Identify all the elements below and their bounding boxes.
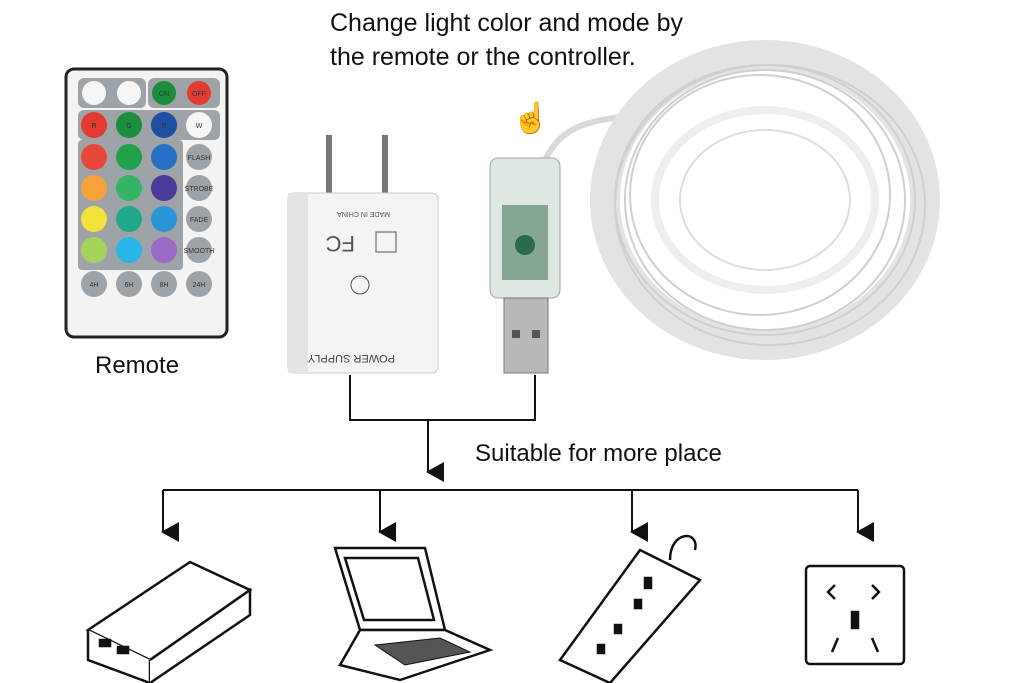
- svg-text:ON: ON: [159, 91, 170, 98]
- power-strip-icon: [558, 534, 703, 683]
- remote-color-button: [81, 144, 107, 170]
- remote-color-button: [151, 144, 177, 170]
- remote-button-mode: [186, 175, 212, 201]
- hand-pointer-icon: ☝: [512, 99, 549, 136]
- remote-button-w: [186, 112, 212, 138]
- wall-outlet-icon: [804, 564, 906, 666]
- remote-control: ON OFF R G B W FLASH STROBE FADE SMOOTH 4H 6H 8H 24…: [64, 67, 229, 339]
- remote-color-button: [81, 175, 107, 201]
- title: Change light color and mode by the remot…: [330, 6, 683, 74]
- remote-button-g: [116, 112, 142, 138]
- remote-button-b: [151, 112, 177, 138]
- remote-button-g-label: G: [126, 123, 131, 130]
- remote-button-timer: [81, 271, 107, 297]
- remote-color-button: [151, 237, 177, 263]
- brightness-down-icon: [117, 81, 141, 105]
- suitable-label: Suitable for more place: [475, 440, 722, 467]
- fairy-lights: [590, 40, 940, 360]
- remote-button-b-label: B: [162, 123, 167, 130]
- remote-color-button: [116, 237, 142, 263]
- remote-button-timer-label: 6H: [125, 282, 134, 289]
- title-line-2: the remote or the controller.: [330, 43, 636, 71]
- remote-color-button: [151, 175, 177, 201]
- remote-button-r-label: R: [91, 123, 96, 130]
- remote-color-button: [81, 206, 107, 232]
- power-bank-icon: [85, 560, 253, 683]
- svg-text:OFF: OFF: [192, 91, 206, 98]
- remote-button-mode-label: STROBE: [185, 186, 214, 193]
- svg-text:FC: FC: [326, 231, 355, 256]
- svg-text:MADE IN CHINA: MADE IN CHINA: [337, 210, 390, 217]
- remote-button-timer-label: 4H: [90, 282, 99, 289]
- remote-button-timer: [186, 271, 212, 297]
- remote-color-button: [81, 237, 107, 263]
- remote-button-timer-label: 8H: [160, 282, 169, 289]
- usb-controller: [489, 112, 641, 374]
- remote-color-button: [116, 144, 142, 170]
- brightness-up-icon: [82, 81, 106, 105]
- svg-text:POWER SUPPLY: POWER SUPPLY: [307, 352, 395, 364]
- remote-button-mode: [186, 206, 212, 232]
- title-line-1: Change light color and mode by: [330, 9, 684, 37]
- remote-button-w-label: W: [196, 123, 203, 130]
- remote-button-timer: [116, 271, 142, 297]
- laptop-icon: [333, 546, 494, 682]
- remote-color-button: [116, 206, 142, 232]
- remote-button-mode-label: SMOOTH: [184, 248, 215, 255]
- remote-button-timer: [151, 271, 177, 297]
- power-adapter: POWER SUPPLY MADE IN CHINA FC: [287, 135, 439, 374]
- remote-color-button: [116, 175, 142, 201]
- remote-button-r: [81, 112, 107, 138]
- connection-lines: [161, 375, 874, 542]
- remote-button-mode: [186, 144, 212, 170]
- remote-button-mode: [186, 237, 212, 263]
- remote-label: Remote: [95, 352, 180, 379]
- remote-button-mode-label: FLASH: [188, 155, 211, 162]
- remote-button-mode-label: FADE: [190, 217, 209, 224]
- remote-color-button: [151, 206, 177, 232]
- remote-button-timer-label: 24H: [193, 282, 206, 289]
